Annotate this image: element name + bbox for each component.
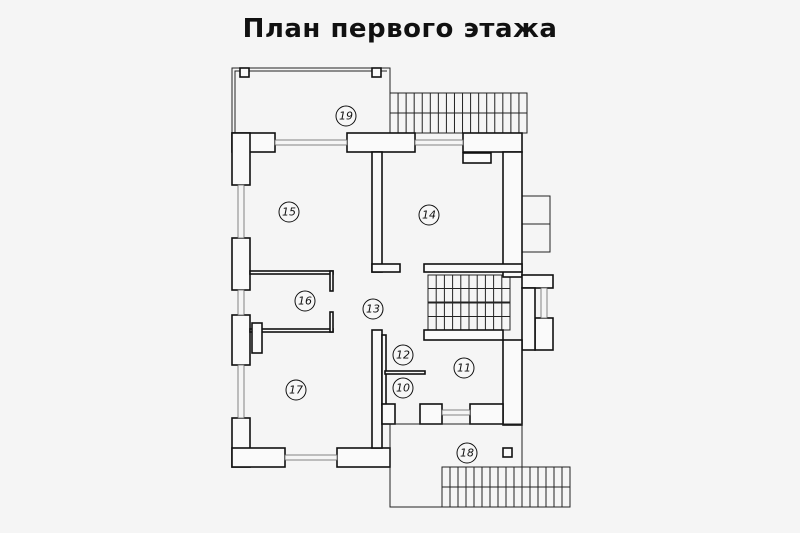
room-label-14: 14	[418, 204, 440, 226]
room-number: 14	[422, 209, 436, 222]
terrace-outline	[231, 67, 391, 133]
room-number: 15	[282, 206, 296, 219]
room-label-19: 19	[335, 105, 357, 127]
room-label-17: 17	[285, 379, 307, 401]
walls	[231, 132, 554, 468]
room-marker-circle	[453, 357, 475, 379]
room-number: 13	[366, 303, 380, 316]
stairs	[389, 92, 571, 508]
room-label-12: 12	[392, 344, 414, 366]
room-marker-circle	[418, 204, 440, 226]
room-label-15: 15	[278, 201, 300, 223]
room-number: 11	[457, 362, 471, 375]
room-number: 10	[396, 382, 410, 395]
windows	[237, 139, 548, 461]
room-number: 18	[460, 447, 474, 460]
room-marker-circle	[392, 344, 414, 366]
room-label-10: 10	[392, 377, 414, 399]
room-marker-circle	[278, 201, 300, 223]
room-label-16: 16	[294, 290, 316, 312]
room-marker-circle	[294, 290, 316, 312]
room-marker-circle	[392, 377, 414, 399]
room-number: 12	[396, 349, 410, 362]
room-label-11: 11	[453, 357, 475, 379]
room-marker-circle	[362, 298, 384, 320]
room-number: 17	[289, 384, 303, 397]
room-number: 19	[339, 110, 353, 123]
porch-outline	[389, 423, 523, 508]
room-marker-circle	[456, 442, 478, 464]
room-label-18: 18	[456, 442, 478, 464]
plan-title: План первого этажа	[242, 14, 558, 44]
room-label-13: 13	[362, 298, 384, 320]
room-marker-circle	[335, 105, 357, 127]
room-marker-circle	[285, 379, 307, 401]
room-number: 16	[298, 295, 312, 308]
